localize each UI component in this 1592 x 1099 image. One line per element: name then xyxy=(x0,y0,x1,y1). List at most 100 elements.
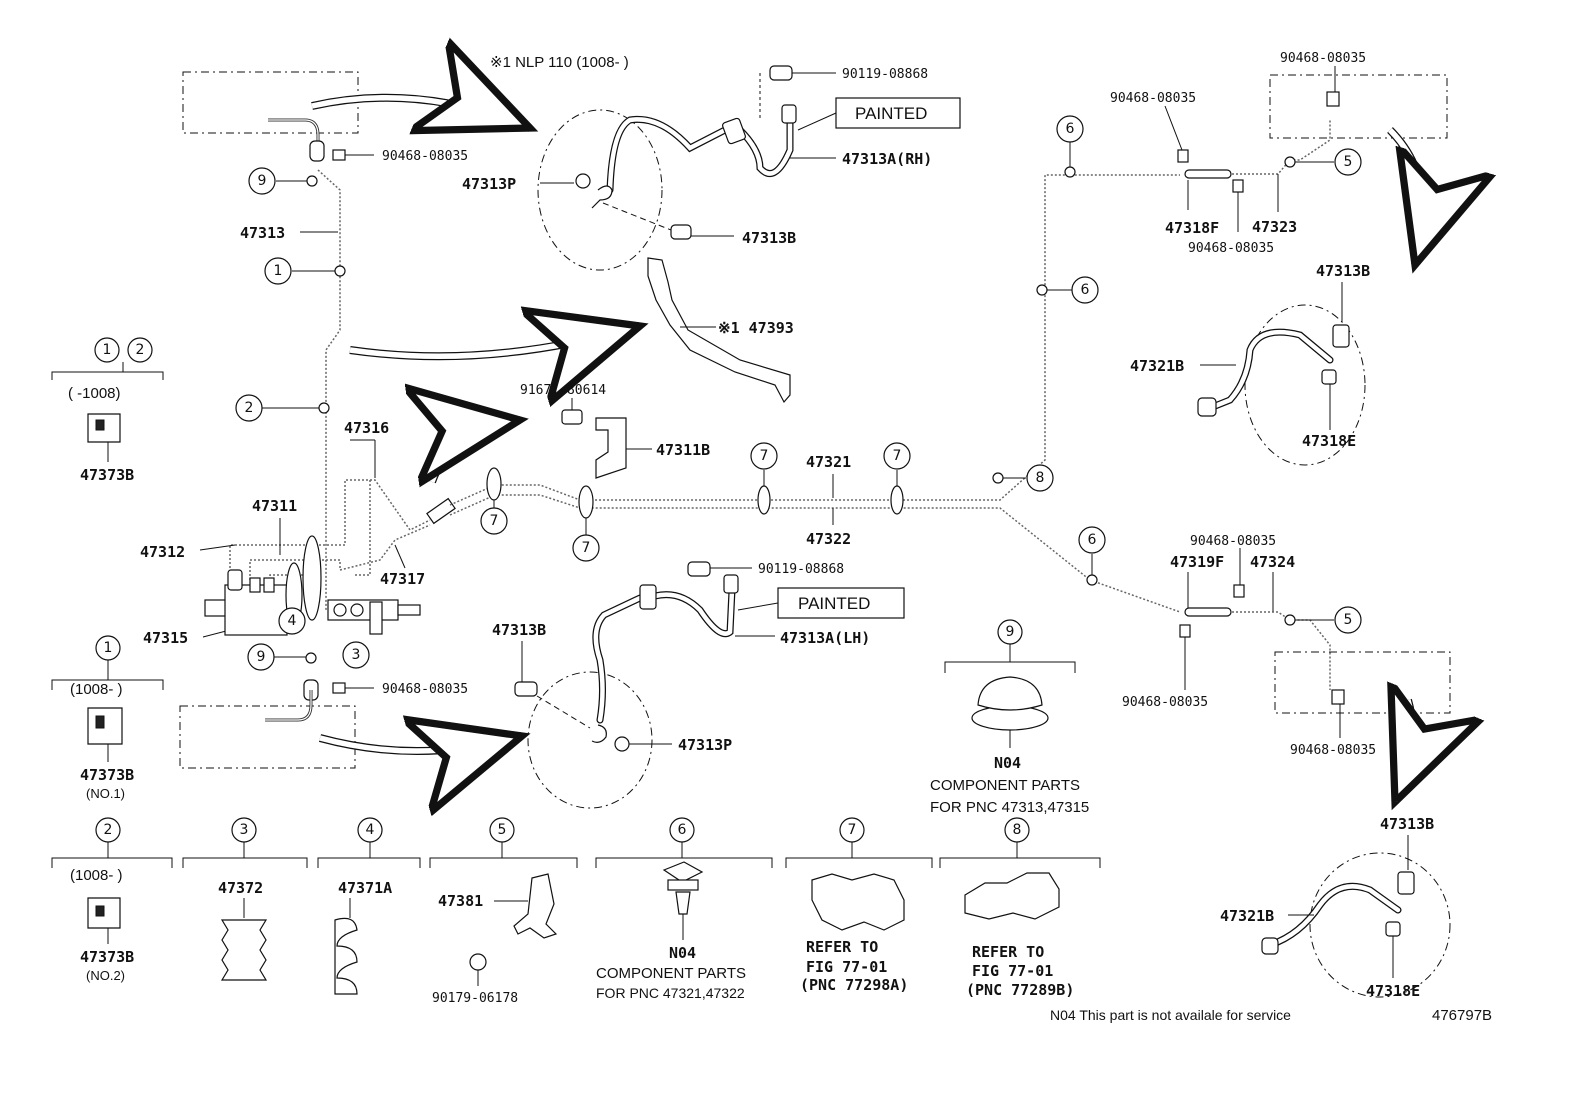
clip-7b xyxy=(578,485,594,519)
arrow-to-rear-rh-hose xyxy=(1388,128,1423,265)
arrow-to-lh-hose xyxy=(319,736,522,751)
bolt-91671 xyxy=(561,409,583,425)
footer-note: N04 This part is not availale for servic… xyxy=(1050,1007,1291,1023)
part-47322: 47322 xyxy=(806,530,851,548)
master-cylinder-group: 47316 47311 47312 47315 47317 90468-0803… xyxy=(140,419,522,768)
legend-1-range: (1008- ) xyxy=(70,681,123,698)
legend-9-line-1: COMPONENT PARTS xyxy=(930,777,1080,794)
part-47319F: 47319F xyxy=(1170,553,1224,571)
brake-pipe-47313 xyxy=(317,169,341,610)
clip-r2 xyxy=(1326,91,1340,107)
legend-6-part: N04 xyxy=(669,944,696,962)
callout-9-bottom: 9 xyxy=(247,643,275,671)
clip-77289B xyxy=(964,872,1060,920)
part-90468-r2: 90468-08035 xyxy=(1280,51,1366,66)
part-47311B: 47311B xyxy=(656,441,710,459)
legend-5-part-1: 47381 xyxy=(438,892,483,910)
clip-77298A xyxy=(811,873,905,931)
part-91671-80614: 91671-80614 xyxy=(520,383,606,398)
svg-text:5: 5 xyxy=(1344,612,1353,628)
front-lh-hose-group: 90119-08868 PAINTED 47313A(LH) 47313B 47… xyxy=(492,561,905,809)
clip-47318E-r1 xyxy=(1321,369,1337,385)
svg-text:7: 7 xyxy=(490,513,499,529)
part-90468-r6: 90468-08035 xyxy=(1290,743,1376,758)
part-90468-r1: 90468-08035 xyxy=(1110,91,1196,106)
part-47324: 47324 xyxy=(1250,553,1295,571)
part-47318E-r2: 47318E xyxy=(1366,982,1420,1000)
part-47313B-mid: 47313B xyxy=(492,621,546,639)
bracket-47311B-group: 91671-80614 47311B xyxy=(432,383,710,482)
part-47313B-r1: 47313B xyxy=(1316,262,1370,280)
bracket-47393-group: ※1 47393 xyxy=(647,257,794,404)
svg-text:4: 4 xyxy=(366,822,375,838)
part-90468-08035-top-left: 90468-08035 xyxy=(382,149,468,164)
legend-6-line-2: FOR PNC 47321,47322 xyxy=(596,985,745,1001)
part-47393: ※1 47393 xyxy=(718,319,794,337)
callout-5-top: 5 xyxy=(1334,148,1362,176)
rear-rh-detail-frame xyxy=(1269,74,1448,139)
svg-text:5: 5 xyxy=(498,822,507,838)
callout-3: 3 xyxy=(342,641,370,669)
lh-hose-detail-circle xyxy=(527,671,653,809)
svg-text:8: 8 xyxy=(1036,470,1045,486)
clip-r5 xyxy=(1179,624,1191,638)
svg-text:6: 6 xyxy=(1088,532,1097,548)
svg-text:7: 7 xyxy=(760,448,769,464)
painted-label-bottom: PAINTED xyxy=(798,594,870,613)
part-47313B-r2: 47313B xyxy=(1380,815,1434,833)
legend-box-6: 6 N04 COMPONENT PARTS FOR PNC 47321,4732… xyxy=(595,817,773,1001)
legend-2-part: 47373B xyxy=(80,948,134,966)
top-left-pipe-group: 90468-08035 47313 xyxy=(182,72,640,610)
svg-text:3: 3 xyxy=(352,647,361,663)
svg-text:2: 2 xyxy=(104,822,113,838)
arrow-to-rear-lh-hose xyxy=(1395,700,1412,802)
callout-4: 4 xyxy=(278,607,306,635)
clip-r4 xyxy=(1233,584,1245,598)
clip-3 xyxy=(302,535,322,621)
part-90119-08868-bottom: 90119-08868 xyxy=(758,562,844,577)
legend-9-part: N04 xyxy=(994,754,1021,772)
rear-lh-detail-frame xyxy=(1274,651,1451,714)
legend-box-7: 7 REFER TO FIG 77-01 (PNC 77298A) xyxy=(785,817,933,994)
legend-3-part: 47372 xyxy=(218,879,263,897)
part-90468-r5: 90468-08035 xyxy=(1122,695,1208,710)
svg-text:5: 5 xyxy=(1344,154,1353,170)
legend-8-line-3: (PNC 77289B) xyxy=(966,981,1074,999)
legend-9-line-2: FOR PNC 47313,47315 xyxy=(930,799,1089,816)
legend-1-2-part: 47373B xyxy=(80,466,134,484)
front-rh-hose-group: ※1 NLP 110 (1008- ) 90119-08868 PAINTED … xyxy=(462,54,961,271)
part-47321B-r1: 47321B xyxy=(1130,357,1184,375)
svg-text:1: 1 xyxy=(104,640,113,656)
callout-6-top: 6 xyxy=(1056,115,1084,143)
part-90468-08035-bottom-left: 90468-08035 xyxy=(382,682,468,697)
legend-box-1: 1 (1008- ) 47373B (NO.1) xyxy=(51,635,164,801)
clip-90468-top xyxy=(332,149,346,161)
bolt-47313B-top xyxy=(670,224,692,240)
part-47313B-top: 47313B xyxy=(742,229,796,247)
callout-7-b: 7 xyxy=(572,534,600,562)
clip-r1 xyxy=(1177,149,1189,163)
bracket-47311B xyxy=(595,417,627,479)
part-47315: 47315 xyxy=(143,629,188,647)
svg-text:9: 9 xyxy=(257,649,266,665)
bolt-90119-top xyxy=(769,65,793,81)
callout-7-a: 7 xyxy=(480,507,508,535)
svg-text:7: 7 xyxy=(848,822,857,838)
rear-lh-group: 90468-08035 47319F 90468-08035 47324 904… xyxy=(1122,534,1450,1000)
nut-90179 xyxy=(469,953,487,971)
callout-circles: 9 1 2 4 3 9 7 7 7 7 8 6 6 6 5 5 xyxy=(235,115,1362,671)
arrow-to-bracket xyxy=(349,326,640,356)
clip-47372 xyxy=(220,919,268,981)
legend-box-3: 3 47372 xyxy=(182,817,308,981)
clip-47381 xyxy=(513,873,558,939)
part-47318F: 47318F xyxy=(1165,219,1219,237)
part-90468-r4: 90468-08035 xyxy=(1190,534,1276,549)
part-47323: 47323 xyxy=(1252,218,1297,236)
legend-7-line-2: FIG 77-01 xyxy=(806,958,887,976)
part-47311: 47311 xyxy=(252,497,297,515)
callout-7-d: 7 xyxy=(883,442,911,470)
figure-id: 476797B xyxy=(1432,1007,1492,1024)
legend-box-9: 9 N04 COMPONENT PARTS FOR PNC 47313,4731… xyxy=(930,619,1089,816)
legend-2-note: (NO.2) xyxy=(86,968,125,983)
arrow-to-47311B xyxy=(432,420,520,482)
